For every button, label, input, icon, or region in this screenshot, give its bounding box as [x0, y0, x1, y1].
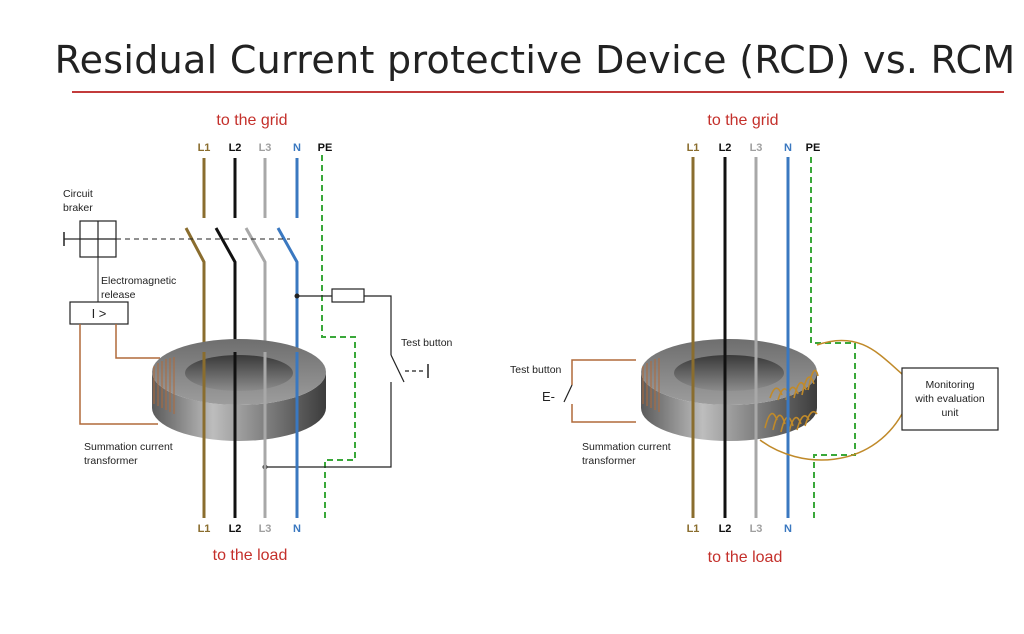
em-release-symbol: I >: [92, 306, 107, 321]
test-switch-contact: [390, 354, 405, 383]
rcm-test-switch-contact: [563, 384, 573, 403]
rcd-load-label: to the load: [213, 547, 288, 564]
rcm-transformer-label-1: Summation current: [582, 441, 671, 453]
rcm-pe-conductor: [810, 157, 856, 518]
rcm-test-winding: [642, 358, 660, 412]
rcd-transformer-label-2: transformer: [84, 455, 138, 467]
release-wire-lower: [79, 324, 158, 425]
circuit-breaker-label-2: braker: [63, 202, 93, 214]
rcd-label-l3-top: L3: [259, 142, 272, 154]
rcm-label-l1-bottom: L1: [687, 523, 700, 535]
rcm-test-button-label: Test button: [510, 364, 562, 376]
page-title: Residual Current protective Device (RCD)…: [54, 38, 1016, 82]
monitoring-label-3: unit: [942, 407, 959, 419]
rcd-label-pe-top: PE: [318, 142, 333, 154]
em-release-box: [69, 301, 129, 325]
rcm-test-switch-symbol: E-: [542, 389, 555, 404]
rcd-transformer-label-1: Summation current: [84, 441, 173, 453]
rcd-transformer: [152, 339, 326, 441]
rcm-lead-lower: [759, 413, 903, 461]
test-wire-3: [265, 382, 392, 468]
rcd-label-n-bottom: N: [293, 523, 301, 535]
em-release-label-2: release: [101, 289, 136, 301]
rcm-label-l3-top: L3: [750, 142, 763, 154]
rcd-test-button-label: Test button: [401, 337, 453, 349]
rcd-pe-conductor: [321, 155, 356, 518]
rcd-label-l1-top: L1: [198, 142, 211, 154]
circuit-breaker-label-1: Circuit: [63, 188, 93, 200]
rcd-label-l2-top: L2: [229, 142, 242, 154]
rcd-n-switch: [276, 227, 299, 352]
rcm-diagram: to the grid L1 L2 L3 N PE Test button E-: [510, 112, 999, 566]
rcm-lead-upper: [816, 339, 903, 375]
rcd-l3-switch: [244, 227, 267, 352]
title-rule: [72, 91, 1004, 93]
rcm-test-wire-lower: [571, 404, 636, 423]
rcm-label-n-bottom: N: [784, 523, 792, 535]
rcd-diagram: to the grid L1 L2 L3 N PE Circuit braker…: [63, 112, 453, 564]
rcd-grid-label: to the grid: [216, 112, 287, 129]
monitoring-label-2: with evaluation: [914, 393, 985, 405]
rcd-label-n-top: N: [293, 142, 301, 154]
rcd-label-l1-bottom: L1: [198, 523, 211, 535]
rcd-label-l3-bottom: L3: [259, 523, 272, 535]
rcm-label-l2-top: L2: [719, 142, 732, 154]
rcm-label-l3-bottom: L3: [750, 523, 763, 535]
rcm-label-l2-bottom: L2: [719, 523, 732, 535]
rcm-load-label: to the load: [708, 549, 783, 566]
rcm-test-wire-upper: [571, 359, 636, 385]
rcd-coil-winding: [153, 357, 175, 414]
test-resistor: [331, 288, 365, 303]
rcm-transformer-label-2: transformer: [582, 455, 636, 467]
em-release-label-1: Electromagnetic: [101, 275, 176, 287]
rcm-grid-label: to the grid: [707, 112, 778, 129]
test-wire-2: [364, 295, 392, 355]
monitoring-label-1: Monitoring: [925, 379, 974, 391]
rcd-l2-switch: [214, 227, 237, 352]
rcd-label-l2-bottom: L2: [229, 523, 242, 535]
rcd-l1-switch: [184, 227, 206, 352]
rcm-transformer: [641, 339, 819, 441]
rcm-label-n-top: N: [784, 142, 792, 154]
monitoring-unit-box: [901, 367, 999, 431]
rcm-label-pe-top: PE: [806, 142, 821, 154]
rcm-label-l1-top: L1: [687, 142, 700, 154]
release-wire-upper: [115, 324, 160, 359]
